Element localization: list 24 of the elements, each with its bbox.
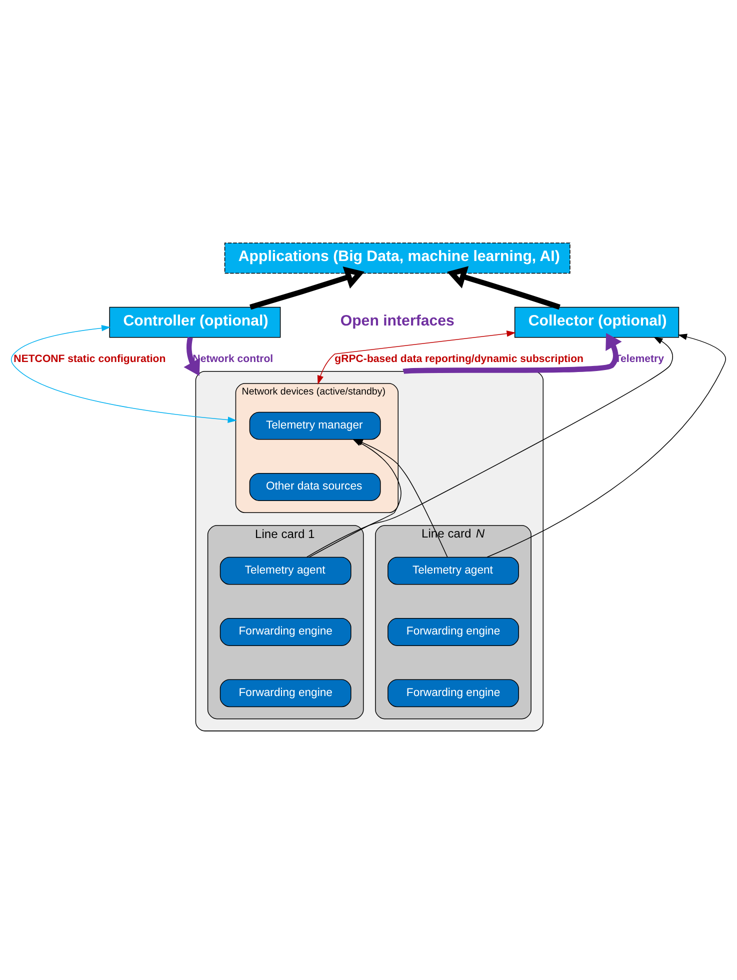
- node-box: Controller (optional): [109, 306, 281, 338]
- edge-label: gRPC-based data reporting/dynamic subscription: [334, 352, 584, 365]
- node-box: Other data sources: [249, 473, 381, 501]
- label: Open interfaces: [340, 312, 454, 330]
- node-box: Applications (Big Data, machine learning, AI): [224, 242, 570, 274]
- node-box: Telemetry agent: [220, 556, 352, 585]
- node-box: Collector (optional): [514, 306, 680, 338]
- arrow: [10, 324, 237, 423]
- arrow: [184, 336, 200, 376]
- arrow: [306, 336, 673, 558]
- cluster: [195, 371, 544, 732]
- node-box: Telemetry manager: [249, 412, 381, 440]
- arrow: [486, 334, 726, 558]
- node-box: Forwarding engine: [220, 679, 352, 708]
- arrow: [250, 266, 364, 310]
- arrow: [403, 333, 622, 374]
- edge-label: NETCONF static configuration: [14, 352, 166, 365]
- node-box: Forwarding engine: [388, 679, 519, 708]
- arrow: [354, 438, 448, 558]
- node-box: Telemetry agent: [388, 556, 519, 585]
- node-box: Forwarding engine: [220, 618, 352, 646]
- node-box: Forwarding engine: [388, 618, 519, 646]
- arrow: [447, 266, 560, 310]
- arrow: [317, 330, 516, 385]
